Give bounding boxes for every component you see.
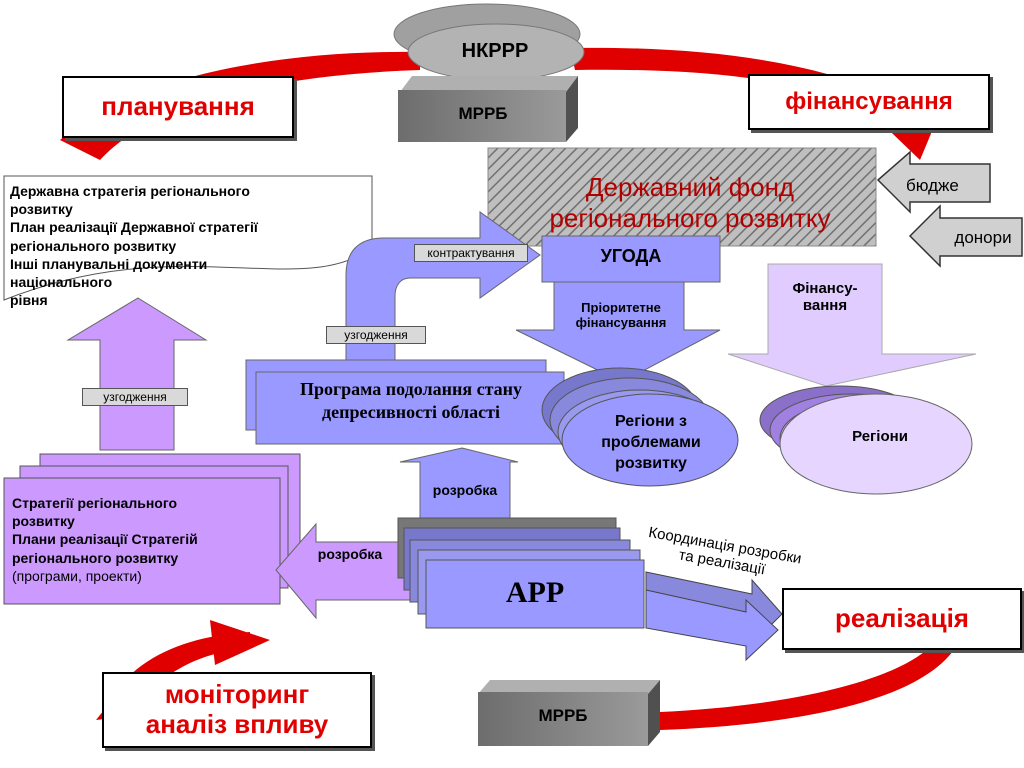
phase-planning: планування [62, 76, 294, 138]
cycle-arrow-bottom-right [660, 636, 960, 730]
national-docs-line: регіонального розвитку [10, 237, 177, 254]
mrrb-bottom-label: МРРБ [538, 706, 588, 725]
phase-implementation-label: реалізація [835, 603, 969, 634]
priority-financing-label: Пріоритетне фінансування [556, 300, 686, 330]
financing-line1: Фінансу- [792, 280, 858, 297]
national-docs-line: План реалізації Державної стратегії [10, 219, 258, 236]
program-line2: депресивності області [322, 402, 500, 423]
nkrrr-label: НКРРР [461, 40, 529, 62]
regional-docs-line: Плани реалізації Стратегій [12, 531, 198, 548]
phase-financing-label: фінансування [785, 88, 953, 116]
regions-label: Регіони [852, 428, 908, 445]
priority-line1: Пріоритетне [581, 300, 661, 315]
development-up-label: розробка [432, 482, 498, 498]
state-fund-line1: Державний фонд [585, 172, 795, 202]
financing-line2: вання [802, 297, 848, 314]
regional-docs-note: (програми, проекти) [12, 567, 142, 584]
national-docs-line: національного [10, 273, 113, 290]
program-line1: Програма подолання стану [299, 379, 523, 399]
regional-docs-text: Стратегії регіонального розвитку Плани р… [12, 494, 274, 585]
phase-monitoring-line1: моніторинг [164, 679, 310, 710]
development-left-label: розробка [317, 546, 383, 562]
problem-regions-line3: розвитку [615, 454, 687, 472]
budget-label: бюдже [906, 176, 959, 195]
contracting-tag: контрактування [414, 244, 528, 262]
state-fund-title: Державний фонд регіонального розвитку [500, 172, 880, 234]
financing-arrow-label: Фінансу- вання [770, 280, 880, 314]
phase-implementation: реалізація [782, 588, 1022, 650]
program-title: Програма подолання стану депресивності о… [258, 378, 564, 425]
national-docs-line: Інші планувальні документи [10, 255, 208, 272]
national-docs-line: рівня [10, 292, 48, 309]
phase-monitoring-line2: аналіз впливу [145, 709, 329, 739]
phase-monitoring: моніторинг аналіз впливу [102, 672, 372, 748]
mrrb-top-label: МРРБ [458, 104, 508, 123]
phase-planning-label: планування [101, 91, 255, 122]
problem-regions-line1: Регіони з [615, 413, 687, 430]
national-docs-text: Державна стратегія регіонального розвитк… [10, 182, 350, 309]
problem-regions-label: Регіони з проблемами розвитку [576, 412, 726, 474]
problem-regions-line2: проблемами [601, 433, 701, 451]
phase-financing: фінансування [748, 74, 990, 130]
regional-docs-line: розвитку [12, 513, 75, 530]
national-docs-line: розвитку [10, 201, 73, 218]
agreement-label: УГОДА [600, 246, 662, 266]
arr-label: АРР [505, 576, 565, 609]
priority-line2: фінансування [575, 315, 667, 330]
regional-docs-line: Стратегії регіонального [12, 495, 178, 511]
state-fund-line2: регіонального розвитку [549, 203, 831, 234]
approval-mid-tag: узгодження [326, 326, 426, 344]
donors-label: донори [954, 228, 1012, 247]
approval-left-tag: узгодження [82, 388, 188, 406]
national-docs-line: Державна стратегія регіонального [10, 183, 250, 199]
regional-docs-line: регіонального розвитку [12, 549, 179, 566]
